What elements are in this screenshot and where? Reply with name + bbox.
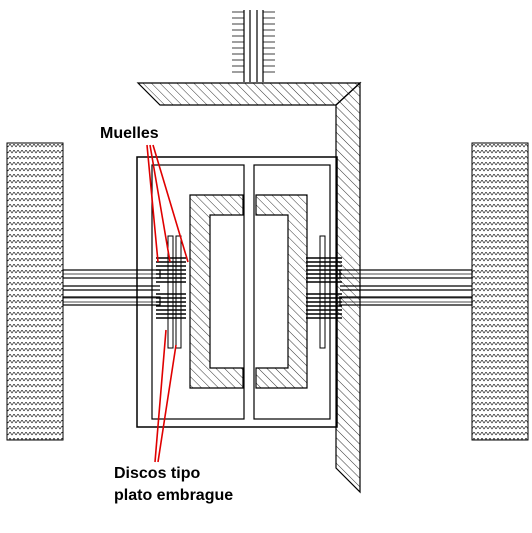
left-side-gear: [189, 194, 244, 389]
discs-leader-lines: [154, 329, 177, 463]
springs-label: Muelles: [100, 125, 159, 142]
right-side-gear: [255, 194, 308, 389]
ring-gear: [335, 81, 361, 494]
left-clutch-pack: [156, 235, 186, 349]
right-axle: [339, 269, 473, 306]
left-axle: [62, 269, 161, 306]
discs-label-line-1: Discos tipo: [114, 465, 201, 482]
left-wheel: [6, 142, 64, 441]
springs-leader-lines: [146, 144, 189, 263]
right-clutch-pack: [306, 235, 342, 349]
discs-label-line-2: plato embrague: [114, 487, 234, 504]
pinion-gear: [136, 82, 362, 106]
case-inner-right: [253, 164, 331, 420]
case-inner-left: [151, 164, 245, 420]
right-wheel: [471, 142, 529, 441]
differential-case: [136, 156, 338, 428]
pinion-shaft: [232, 10, 275, 82]
